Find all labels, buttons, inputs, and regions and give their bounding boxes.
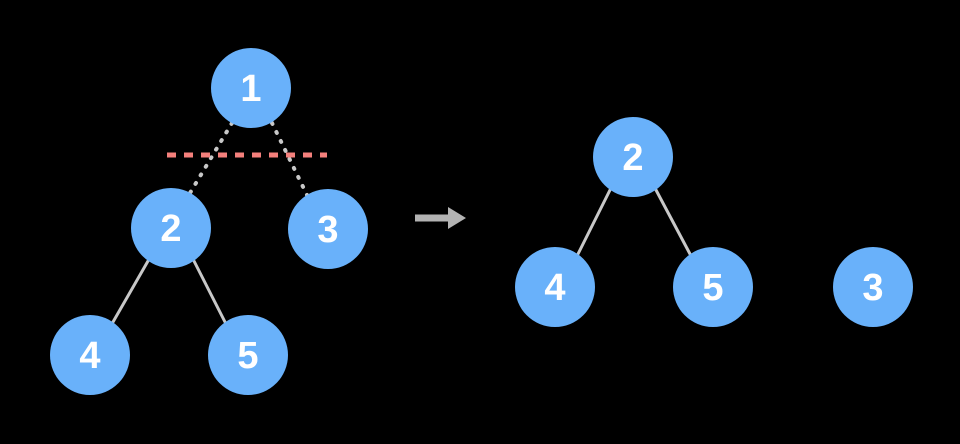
edge-r2-to-r4 bbox=[576, 188, 612, 256]
original-tree-nodes: 1 2 3 4 5 bbox=[50, 48, 368, 395]
original-tree-group: 1 2 3 4 5 bbox=[50, 48, 368, 395]
arrow-right-icon bbox=[415, 207, 466, 229]
tree-node[interactable]: 4 bbox=[50, 315, 130, 395]
tree-node[interactable]: 5 bbox=[673, 247, 753, 327]
edge-r2-to-r5 bbox=[654, 188, 692, 256]
node-circle[interactable] bbox=[208, 315, 288, 395]
node-circle[interactable] bbox=[833, 247, 913, 327]
node-circle[interactable] bbox=[131, 188, 211, 268]
tree-node[interactable]: 2 bbox=[593, 117, 673, 197]
tree-node[interactable]: 5 bbox=[208, 315, 288, 395]
tree-node[interactable]: 4 bbox=[515, 247, 595, 327]
node-circle[interactable] bbox=[673, 247, 753, 327]
resulting-forest-edges bbox=[576, 188, 692, 256]
tree-node[interactable]: 3 bbox=[833, 247, 913, 327]
edge-2-to-5 bbox=[192, 259, 227, 324]
tree-node[interactable]: 2 bbox=[131, 188, 211, 268]
node-circle[interactable] bbox=[593, 117, 673, 197]
tree-node[interactable]: 1 bbox=[211, 48, 291, 128]
original-tree-edges bbox=[111, 121, 309, 324]
node-circle[interactable] bbox=[50, 315, 130, 395]
edge-1-to-2 bbox=[188, 121, 234, 195]
edge-1-to-3 bbox=[270, 121, 309, 197]
node-circle[interactable] bbox=[515, 247, 595, 327]
node-circle[interactable] bbox=[211, 48, 291, 128]
tree-node[interactable]: 3 bbox=[288, 189, 368, 269]
resulting-forest-nodes: 2 4 5 3 bbox=[515, 117, 913, 327]
resulting-forest-group: 2 4 5 3 bbox=[515, 117, 913, 327]
node-circle[interactable] bbox=[288, 189, 368, 269]
transform-arrow-icon bbox=[415, 207, 466, 229]
edge-2-to-4 bbox=[111, 259, 150, 324]
